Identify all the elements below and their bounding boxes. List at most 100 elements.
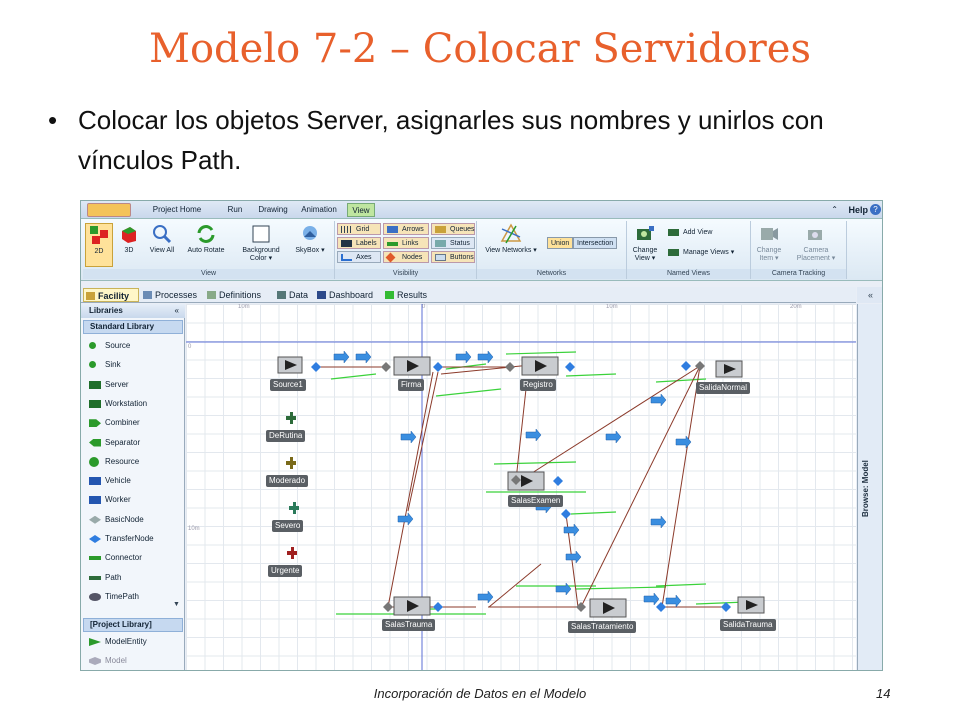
library-item-transfernode[interactable]: TransferNode	[87, 532, 181, 546]
intersection-toggle[interactable]: Intersection	[573, 237, 618, 249]
background-color-button[interactable]: Background Color ▾	[235, 223, 287, 267]
help-icon[interactable]: ?	[870, 204, 881, 215]
vehicle-icon	[89, 477, 101, 486]
library-item-resource[interactable]: Resource	[87, 455, 181, 469]
collapse-left-icon[interactable]: «	[174, 306, 179, 315]
library-item-combiner[interactable]: Combiner	[87, 416, 181, 430]
queue-line	[505, 351, 577, 355]
label-moderado[interactable]: Moderado	[266, 475, 309, 487]
3d-icon	[122, 227, 136, 243]
facility-canvas[interactable]: 10m 0 10m 20m 0 10m Source1 Firma Regist…	[186, 304, 856, 670]
tab-results[interactable]: Results	[383, 288, 435, 302]
label-salas-examen[interactable]: SalasExamen	[508, 495, 564, 507]
app-menu-button[interactable]	[87, 203, 131, 217]
arrow-icon	[387, 226, 398, 233]
group-label-networks: Networks	[477, 269, 626, 279]
browse-model-label[interactable]: Browse: Model	[861, 460, 870, 518]
tab-data[interactable]: Data	[275, 288, 313, 302]
queues-toggle[interactable]: Queues	[431, 223, 475, 235]
tab-project-home[interactable]: Project Home	[152, 205, 202, 214]
tab-drawing[interactable]: Drawing	[258, 205, 288, 214]
project-library-header[interactable]: [Project Library]	[83, 618, 183, 632]
change-view-button[interactable]: Change View ▾	[629, 223, 661, 267]
labels-toggle[interactable]: Labels	[337, 237, 381, 249]
tab-dashboard[interactable]: Dashboard	[315, 288, 381, 302]
links-toggle[interactable]: Links	[383, 237, 429, 249]
nodes-toggle[interactable]: Nodes	[383, 251, 429, 263]
entity-arrow	[355, 350, 372, 364]
tab-facility[interactable]: Facility	[83, 288, 139, 302]
buttons-icon	[435, 254, 446, 261]
transfer-node	[433, 602, 443, 612]
collapse-right-icon[interactable]: «	[857, 287, 882, 303]
scroll-down-icon[interactable]: ▼	[173, 601, 180, 608]
library-item-model[interactable]: Model	[87, 654, 181, 668]
view-networks-button[interactable]: View Networks ▾	[481, 223, 541, 267]
camera-placement-icon	[808, 230, 822, 240]
arrows-toggle[interactable]: Arrows	[383, 223, 429, 235]
buttons-toggle[interactable]: Buttons	[431, 251, 475, 263]
entity-arrow	[665, 594, 682, 608]
label-salida-trauma[interactable]: SalidaTrauma	[720, 619, 776, 631]
minimize-ribbon-icon[interactable]: ⌃	[831, 205, 838, 214]
3d-button[interactable]: 3D	[117, 223, 141, 267]
axes-toggle[interactable]: Axes	[337, 251, 381, 263]
label-salida-normal[interactable]: SalidaNormal	[696, 382, 751, 394]
transfer-node	[721, 602, 731, 612]
source1-object-arrow	[285, 360, 297, 370]
view-all-button[interactable]: View All	[145, 223, 179, 267]
tab-animation[interactable]: Animation	[301, 205, 337, 214]
path-icon	[89, 575, 101, 580]
entity-arrow	[455, 350, 472, 364]
tab-definitions[interactable]: Definitions	[205, 288, 273, 302]
salas-tratamiento-server-arrow	[603, 602, 615, 614]
label-de-rutina[interactable]: DeRutina	[266, 430, 306, 442]
library-item-connector[interactable]: Connector	[87, 551, 181, 565]
library-item-modelentity[interactable]: ModelEntity	[87, 635, 181, 649]
2d-button[interactable]: 2D	[85, 223, 113, 267]
library-item-source[interactable]: Source	[87, 339, 181, 353]
union-toggle[interactable]: Union	[547, 237, 574, 249]
library-item-workstation[interactable]: Workstation	[87, 397, 181, 411]
library-item-server[interactable]: Server	[87, 378, 181, 392]
add-view-button[interactable]: Add View	[665, 227, 745, 239]
label-registro[interactable]: Registro	[520, 379, 556, 391]
status-toggle[interactable]: Status	[431, 237, 475, 249]
path-link	[520, 365, 701, 481]
auto-rotate-button[interactable]: Auto Rotate	[181, 223, 231, 267]
group-view: 2D 3D View All Auto Rotate Background Co…	[83, 221, 335, 279]
basic-node	[695, 361, 705, 371]
grid-toggle[interactable]: Grid	[337, 223, 381, 235]
library-item-basicnode[interactable]: BasicNode	[87, 513, 181, 527]
standard-library-header[interactable]: Standard Library	[83, 320, 183, 334]
label-salas-tratamiento[interactable]: SalasTratamiento	[568, 621, 637, 633]
library-item-worker[interactable]: Worker	[87, 493, 181, 507]
library-item-separator[interactable]: Separator	[87, 436, 181, 450]
tab-run[interactable]: Run	[227, 205, 243, 214]
library-item-sink[interactable]: Sink	[87, 358, 181, 372]
queue-line	[493, 461, 577, 465]
basic-node	[383, 602, 393, 612]
label-source1[interactable]: Source1	[270, 379, 306, 391]
label-severo[interactable]: Severo	[272, 520, 304, 532]
manage-views-button[interactable]: Manage Views ▾	[665, 247, 747, 259]
camera-placement-button[interactable]: Camera Placement ▾	[789, 223, 843, 267]
tab-processes[interactable]: Processes	[141, 288, 203, 302]
entity-arrow	[333, 350, 350, 364]
basic-node	[505, 362, 515, 372]
processes-icon	[143, 291, 152, 299]
2d-icon	[90, 226, 108, 244]
library-item-timepath[interactable]: TimePath	[87, 590, 181, 604]
library-item-path[interactable]: Path	[87, 571, 181, 585]
skybox-button[interactable]: SkyBox ▾	[291, 223, 329, 267]
entity-arrow	[477, 590, 494, 604]
results-icon	[385, 291, 394, 299]
label-firma[interactable]: Firma	[398, 379, 425, 391]
change-item-button[interactable]: Change Item ▾	[753, 223, 785, 267]
label-salas-trauma[interactable]: SalasTrauma	[382, 619, 436, 631]
help-button[interactable]: Help	[848, 205, 868, 215]
library-item-vehicle[interactable]: Vehicle	[87, 474, 181, 488]
add-view-icon	[668, 229, 679, 236]
tab-view[interactable]: View	[347, 203, 375, 217]
label-urgente[interactable]: Urgente	[268, 565, 303, 577]
